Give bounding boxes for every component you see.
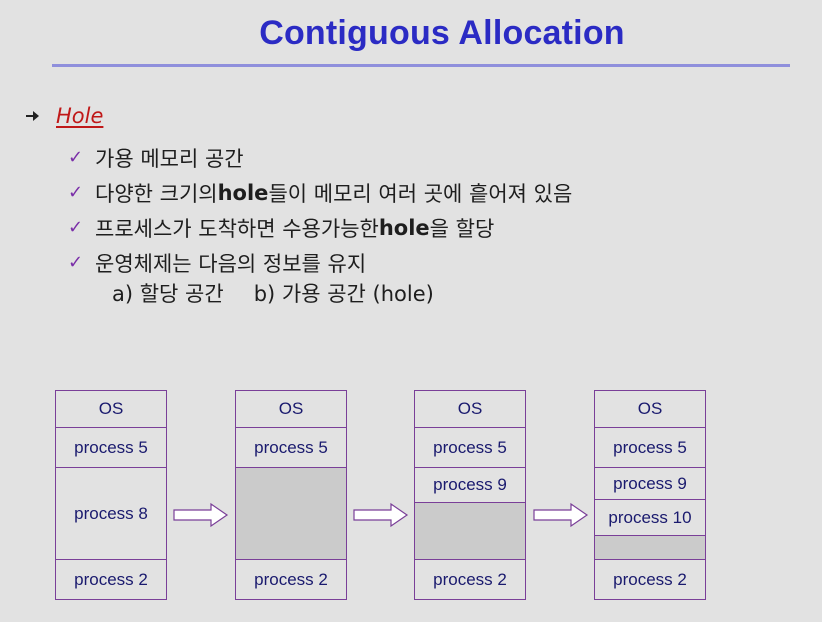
- arrow-bullet-icon: [26, 111, 39, 121]
- hole-block: [236, 467, 346, 559]
- memory-block: process 5: [56, 427, 166, 467]
- memory-block: process 5: [415, 427, 525, 467]
- sub-item-free: b) 가용 공간 (hole): [253, 282, 434, 306]
- memory-block: OS: [278, 399, 304, 418]
- hollow-right-arrow-icon: [173, 502, 229, 528]
- memory-block: process 2: [56, 559, 166, 599]
- memory-state-3: OS process 5 process 9 process 2: [414, 390, 526, 600]
- title-underline: [52, 64, 790, 67]
- memory-block: process 2: [236, 559, 346, 599]
- memory-block: process 10: [595, 499, 705, 535]
- memory-state-2: OS process 5 process 2: [235, 390, 347, 600]
- memory-block: process 2: [415, 559, 525, 599]
- memory-state-1: OS process 5 process 8 process 2: [55, 390, 167, 600]
- memory-block: process 2: [595, 559, 705, 599]
- item-bold-text: hole: [217, 180, 269, 205]
- hole-block: [415, 502, 525, 559]
- memory-block: OS: [98, 399, 124, 418]
- memory-block: OS: [457, 399, 483, 418]
- bullet-list: ✓ 가용 메모리 공간 ✓ 다양한 크기의 hole 들이 메모리 여러 곳에 …: [68, 140, 572, 280]
- slide-title: Contiguous Allocation: [259, 14, 625, 52]
- item-text: 운영체제는 다음의 정보를 유지: [95, 251, 367, 276]
- checkmark-icon: ✓: [68, 217, 84, 238]
- memory-block: OS: [637, 399, 663, 418]
- list-item: ✓ 가용 메모리 공간: [68, 140, 572, 175]
- memory-block: process 9: [595, 467, 705, 499]
- main-bullet: Hole: [24, 104, 103, 128]
- list-item: ✓ 다양한 크기의 hole 들이 메모리 여러 곳에 흩어져 있음: [68, 175, 572, 210]
- sub-item-allocated: a) 할당 공간: [112, 282, 224, 306]
- item-text: 프로세스가 도착하면 수용가능한: [95, 216, 379, 241]
- list-item: ✓ 프로세스가 도착하면 수용가능한 hole 을 할당: [68, 210, 572, 245]
- hollow-right-arrow-icon: [533, 502, 589, 528]
- item-bold-text: hole: [378, 215, 430, 240]
- checkmark-icon: ✓: [68, 252, 84, 273]
- hole-block: [595, 535, 705, 559]
- memory-block: process 5: [236, 427, 346, 467]
- memory-state-4: OS process 5 process 9 process 10 proces…: [594, 390, 706, 600]
- item-text: 가용 메모리 공간: [95, 146, 244, 171]
- item-text: 들이 메모리 여러 곳에 흩어져 있음: [268, 181, 573, 206]
- checkmark-icon: ✓: [68, 147, 84, 168]
- memory-block: process 5: [595, 427, 705, 467]
- hollow-right-arrow-icon: [353, 502, 409, 528]
- item-text: 을 할당: [429, 216, 495, 241]
- memory-block: process 9: [415, 467, 525, 502]
- checkmark-icon: ✓: [68, 182, 84, 203]
- hole-heading: Hole: [56, 104, 104, 128]
- memory-block: process 8: [56, 467, 166, 559]
- item-text: 다양한 크기의: [95, 181, 218, 206]
- list-item: ✓ 운영체제는 다음의 정보를 유지: [68, 245, 572, 280]
- sub-items: a) 할당 공간 b) 가용 공간 (hole): [112, 278, 434, 308]
